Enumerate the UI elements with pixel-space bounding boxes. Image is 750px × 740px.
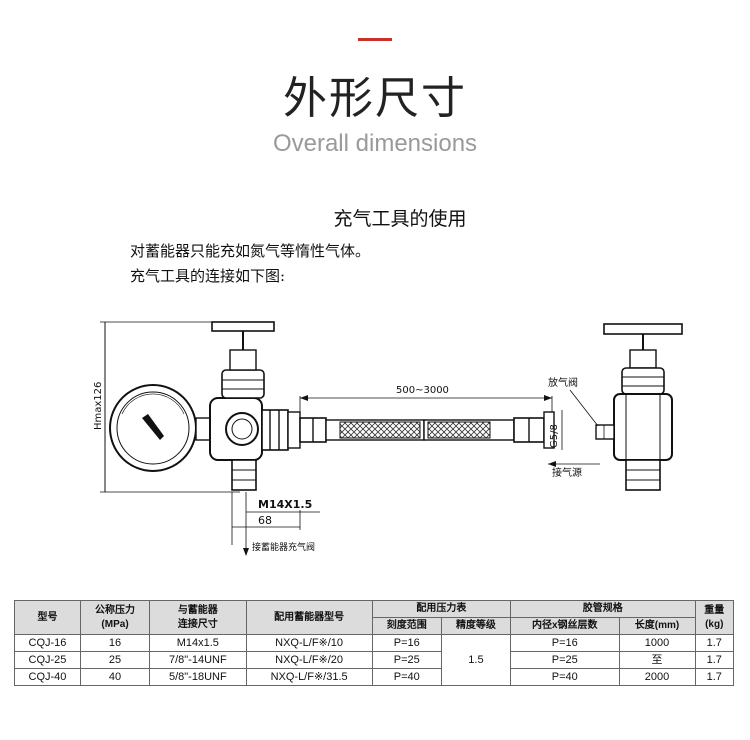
gauge-needle-icon: [142, 414, 164, 440]
col-hose-length: 长度(mm): [618, 617, 696, 635]
valve-body: [209, 397, 263, 461]
cell-range: P=16: [371, 634, 442, 652]
col-gauge: 配用压力表: [371, 600, 512, 618]
col-gauge-range: 刻度范围: [371, 617, 442, 635]
cell-range: P=25: [371, 651, 442, 669]
height-dimension-label: Hmax126: [93, 382, 104, 430]
source-valve-body: [613, 393, 673, 461]
cell-weight: 1.7: [694, 651, 735, 669]
thread-label-g58: G5/8: [549, 424, 560, 448]
cell-model: CQJ-25: [14, 651, 81, 669]
hose-segment: [427, 421, 491, 439]
hose-length-dimension: 500~3000: [396, 385, 449, 396]
cell-length: 至: [618, 651, 696, 669]
page-title: 外形尺寸: [283, 73, 467, 124]
page-subtitle: Overall dimensions: [272, 130, 478, 157]
col-model: 型号: [14, 600, 81, 635]
spec-table: 型号 公称压力 (MPa) 与蓄能器 连接尺寸 配用蓄能器型号 配用压力表 胶管…: [14, 600, 735, 686]
col-gauge-class: 精度等级: [440, 617, 512, 635]
hose-segment: [339, 421, 421, 439]
cell-length: 1000: [618, 634, 696, 652]
cell-connect: 7/8"-14UNF: [149, 651, 247, 669]
col-hose: 胶管规格: [510, 600, 696, 618]
col-weight: 重量 (kg): [694, 600, 735, 635]
cell-accumulator: NXQ-L/F※/10: [245, 634, 373, 652]
col-accumulator-model: 配用蓄能器型号: [245, 600, 373, 635]
cell-gauge-class: 1.5: [440, 634, 512, 686]
cell-connect: M14x1.5: [149, 634, 247, 652]
section-title: 充气工具的使用: [333, 208, 467, 230]
col-connect: 与蓄能器 连接尺寸: [149, 600, 247, 635]
cell-pressure: 16: [79, 634, 151, 652]
col-pressure: 公称压力 (MPa): [79, 600, 151, 635]
table-row: CQJ-16 16 M14x1.5 NXQ-L/F※/10 P=16 1.5 P…: [14, 634, 735, 686]
source-handwheel: [603, 323, 683, 335]
cell-pressure: 25: [79, 651, 151, 669]
valve-handwheel: [211, 321, 275, 332]
cell-weight: 1.7: [694, 634, 735, 652]
cell-accumulator: NXQ-L/F※/31.5: [245, 668, 373, 686]
cell-hose: P=16: [510, 634, 620, 652]
cell-connect: 5/8"-18UNF: [149, 668, 247, 686]
description-line: 对蓄能器只能充如氮气等惰性气体。: [130, 242, 371, 260]
cell-accumulator: NXQ-L/F※/20: [245, 651, 373, 669]
cell-range: P=40: [371, 668, 442, 686]
cell-weight: 1.7: [694, 668, 735, 686]
dimension-68: 68: [258, 514, 272, 527]
gas-source-label: 接气源: [552, 466, 582, 479]
table-row: CQJ-40 40 5/8"-18UNF NXQ-L/F※/31.5 P=40 …: [14, 668, 735, 686]
release-valve-label: 放气阀: [548, 376, 578, 389]
accumulator-connect-label: 接蓄能器充气阀: [252, 541, 315, 553]
cell-hose: P=25: [510, 651, 620, 669]
cell-model: CQJ-16: [14, 634, 81, 652]
cell-length: 2000: [618, 668, 696, 686]
charging-tool-drawing: Hmax126 M14X1.5 68 接蓄能器充气阀: [93, 321, 683, 556]
cell-pressure: 40: [79, 668, 151, 686]
description-line: 充气工具的连接如下图:: [130, 267, 286, 285]
table-row: CQJ-25 25 7/8"-14UNF NXQ-L/F※/20 P=25 P=…: [14, 651, 735, 669]
cell-hose: P=40: [510, 668, 620, 686]
thread-label-m14: M14X1.5: [258, 498, 312, 511]
release-valve-icon: [595, 424, 615, 440]
accent-bar: [358, 38, 392, 41]
col-hose-inner: 内径x钢丝层数: [510, 617, 620, 635]
cell-model: CQJ-40: [14, 668, 81, 686]
